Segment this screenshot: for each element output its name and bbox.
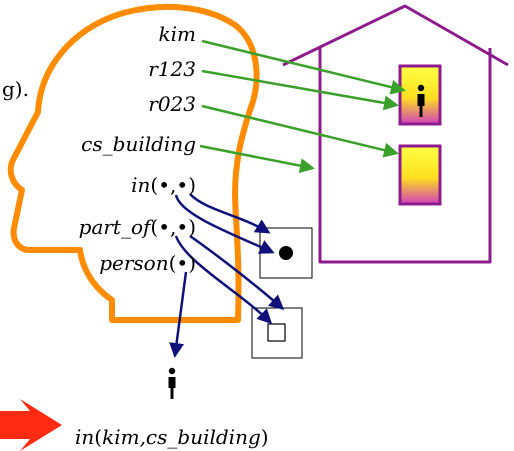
symbol-kim: kim [159,22,196,46]
person-icon [417,84,425,117]
head-outline [7,3,260,323]
symbol-r023: r023 [148,92,196,116]
symbol-r123: r123 [148,57,196,81]
person-icon [168,367,176,399]
relation-person: person(•) [99,251,196,275]
arrow-cs-building [199,144,315,174]
room-r023 [398,144,442,206]
part-of-inner-square [267,323,286,342]
house-outline [282,4,509,264]
conclusion-text: in(kim,cs_building) [75,425,269,449]
relation-part-of: part_of(•,•) [79,215,196,239]
arrow-r123 [201,69,399,111]
fragment-text: g). [2,77,29,101]
in-relation-dot [279,246,293,260]
blue-arrows [169,193,285,358]
symbol-cs-building: cs_building [81,132,196,156]
red-arrow [0,399,62,451]
green-arrows [199,39,406,174]
arrow-kim [201,39,406,95]
arrow-r023 [201,104,399,158]
relation-in: in(•,•) [131,173,196,197]
